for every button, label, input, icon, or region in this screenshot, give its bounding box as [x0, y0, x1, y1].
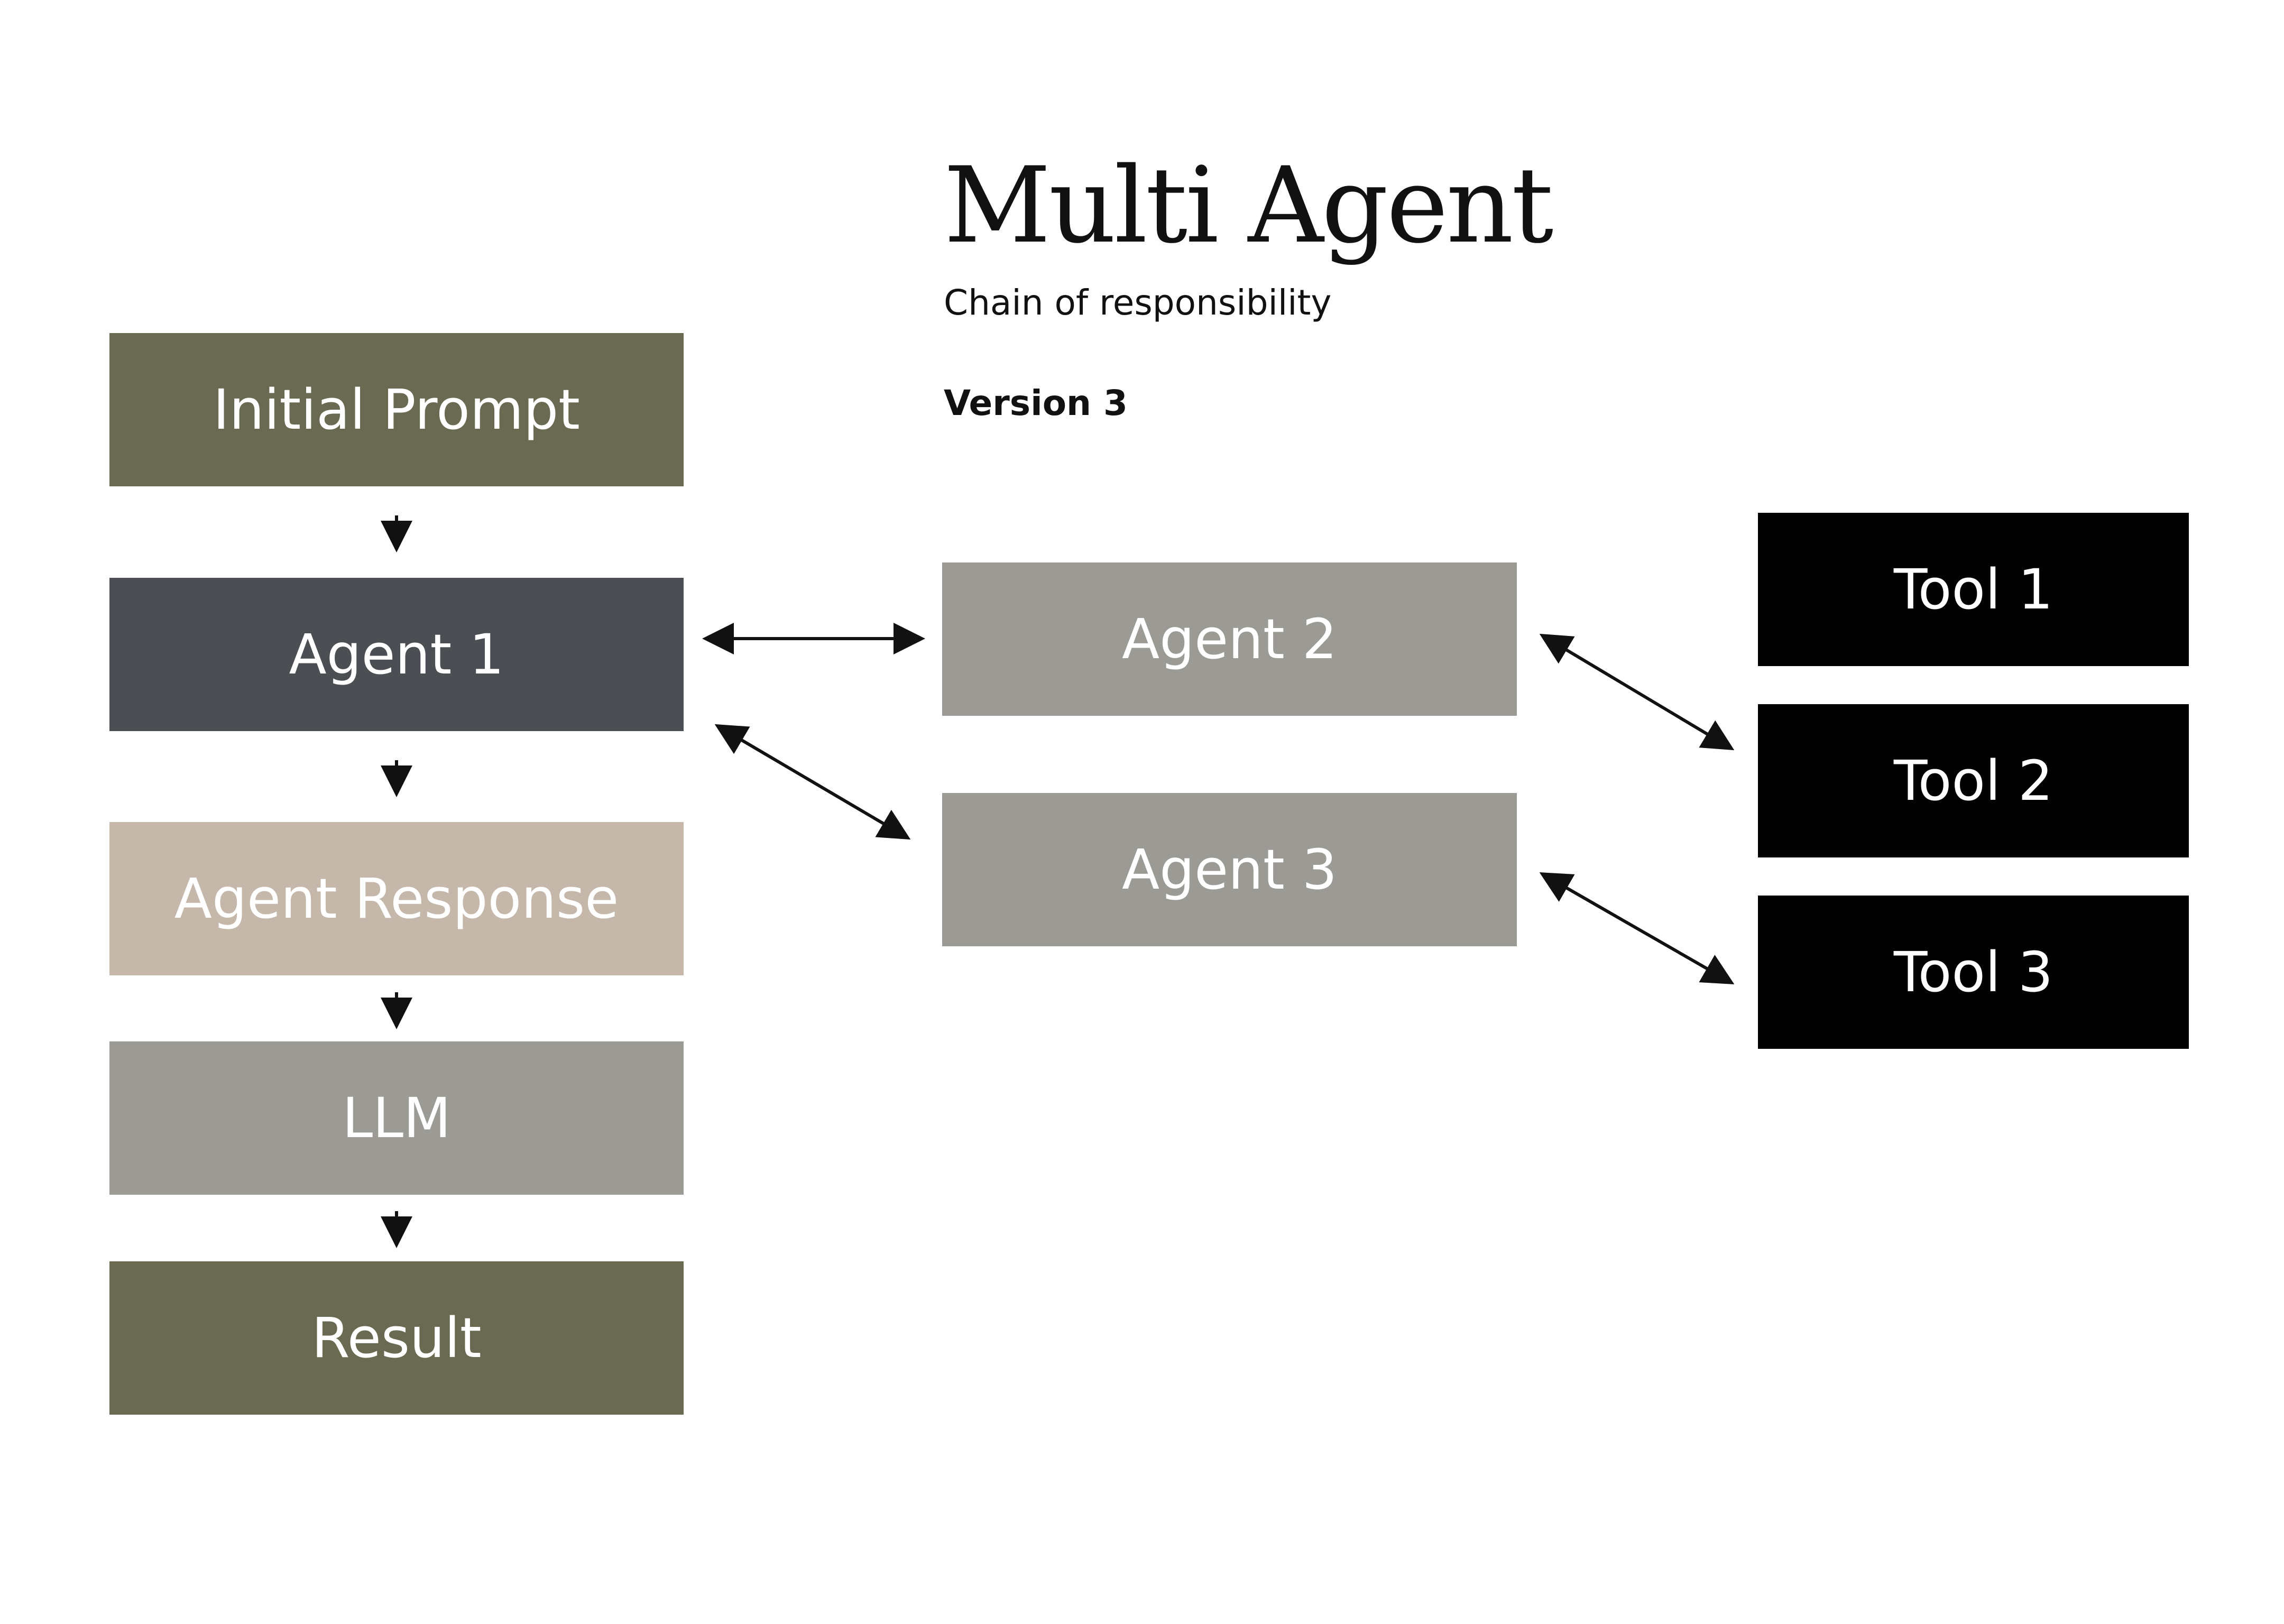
node-agent-2: Agent 2 [942, 562, 1517, 716]
arrow-agent1-agent3 [714, 724, 911, 840]
diagram-title: Multi Agent [944, 144, 1553, 266]
node-tool-1: Tool 1 [1758, 513, 2189, 666]
node-initial-prompt: Initial Prompt [109, 333, 684, 486]
node-tool-3: Tool 3 [1758, 896, 2189, 1049]
node-agent-3: Agent 3 [942, 793, 1517, 946]
node-agent-1: Agent 1 [109, 578, 684, 731]
arrow-agent2-tool2 [1539, 633, 1735, 751]
version-label: Version 3 [944, 383, 1128, 423]
node-tool-2: Tool 2 [1758, 704, 2189, 857]
node-result: Result [109, 1261, 684, 1415]
arrow-agent3-tool3 [1539, 872, 1735, 984]
node-llm: LLM [109, 1041, 684, 1195]
node-agent-response: Agent Response [109, 822, 684, 975]
diagram-subtitle: Chain of responsibility [944, 282, 1332, 323]
